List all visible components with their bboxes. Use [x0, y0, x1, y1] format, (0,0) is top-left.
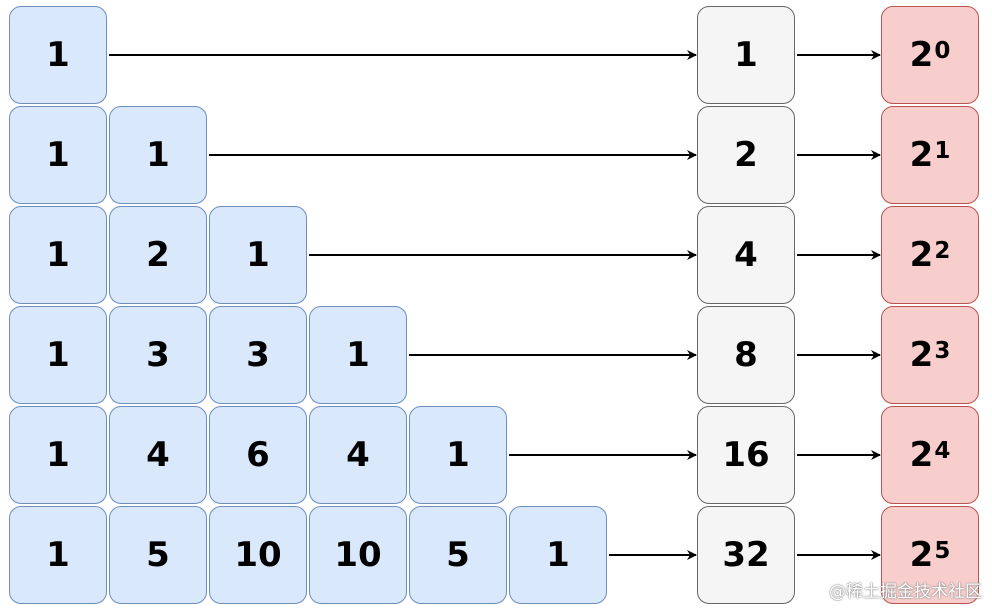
- row-sum-cell: 8: [697, 306, 795, 404]
- watermark: @稀土掘金技术社区: [829, 582, 982, 602]
- triangle-cell: 6: [209, 406, 307, 504]
- row-sum-cell: 4: [697, 206, 795, 304]
- triangle-cell: 1: [309, 306, 407, 404]
- triangle-cell: 10: [309, 506, 407, 604]
- triangle-cell: 4: [109, 406, 207, 504]
- row-sum-cell: 16: [697, 406, 795, 504]
- row-sum-cell-label: 1: [734, 35, 758, 75]
- triangle-cell-label: 5: [146, 535, 170, 575]
- triangle-cell-label: 1: [46, 335, 70, 375]
- triangle-cell-label: 3: [246, 335, 270, 375]
- triangle-cell: 5: [109, 506, 207, 604]
- triangle-cell-label: 1: [146, 135, 170, 175]
- triangle-cell-label: 1: [446, 435, 470, 475]
- power-exponent: 5: [934, 538, 951, 564]
- power-base: 2: [909, 435, 934, 475]
- power-base: 2: [909, 535, 934, 575]
- triangle-cell-label: 1: [46, 35, 70, 75]
- triangle-cell: 5: [409, 506, 507, 604]
- row-sum-cell: 1: [697, 6, 795, 104]
- triangle-cell-label: 4: [146, 435, 170, 475]
- power-base: 2: [909, 35, 934, 75]
- triangle-cell-label: 4: [346, 435, 370, 475]
- row-sum-cell-label: 16: [722, 435, 770, 475]
- triangle-cell-label: 10: [334, 535, 382, 575]
- triangle-cell-label: 10: [234, 535, 282, 575]
- triangle-cell-label: 1: [246, 235, 270, 275]
- power-exponent: 4: [934, 438, 951, 464]
- triangle-cell: 1: [109, 106, 207, 204]
- triangle-cell-label: 5: [446, 535, 470, 575]
- triangle-cell: 1: [409, 406, 507, 504]
- row-sum-cell-label: 32: [722, 535, 770, 575]
- triangle-cell: 4: [309, 406, 407, 504]
- triangle-cell: 1: [9, 306, 107, 404]
- triangle-cell: 1: [509, 506, 607, 604]
- row-sum-cell: 32: [697, 506, 795, 604]
- triangle-cell-label: 1: [46, 435, 70, 475]
- triangle-cell: 1: [9, 506, 107, 604]
- triangle-cell: 3: [209, 306, 307, 404]
- power-base: 2: [909, 235, 934, 275]
- triangle-cell: 2: [109, 206, 207, 304]
- triangle-cell: 10: [209, 506, 307, 604]
- triangle-cell-label: 2: [146, 235, 170, 275]
- power-exponent: 2: [934, 238, 951, 264]
- triangle-cell: 1: [9, 406, 107, 504]
- row-sum-cell: 2: [697, 106, 795, 204]
- power-base: 2: [909, 135, 934, 175]
- triangle-cell: 1: [9, 106, 107, 204]
- triangle-cell: 1: [209, 206, 307, 304]
- row-sum-cell-label: 2: [734, 135, 758, 175]
- power-exponent: 3: [934, 338, 951, 364]
- triangle-cell-label: 6: [246, 435, 270, 475]
- triangle-cell-label: 3: [146, 335, 170, 375]
- triangle-cell-label: 1: [46, 235, 70, 275]
- row-sum-cell-label: 8: [734, 335, 758, 375]
- triangle-cell-label: 1: [46, 135, 70, 175]
- row-sum-cell-label: 4: [734, 235, 758, 275]
- power-exponent: 1: [934, 138, 951, 164]
- triangle-cell-label: 1: [46, 535, 70, 575]
- triangle-cell-label: 1: [546, 535, 570, 575]
- power-base: 2: [909, 335, 934, 375]
- triangle-cell: 3: [109, 306, 207, 404]
- triangle-cell-label: 1: [346, 335, 370, 375]
- triangle-cell: 1: [9, 206, 107, 304]
- triangle-cell: 1: [9, 6, 107, 104]
- power-exponent: 0: [934, 38, 951, 64]
